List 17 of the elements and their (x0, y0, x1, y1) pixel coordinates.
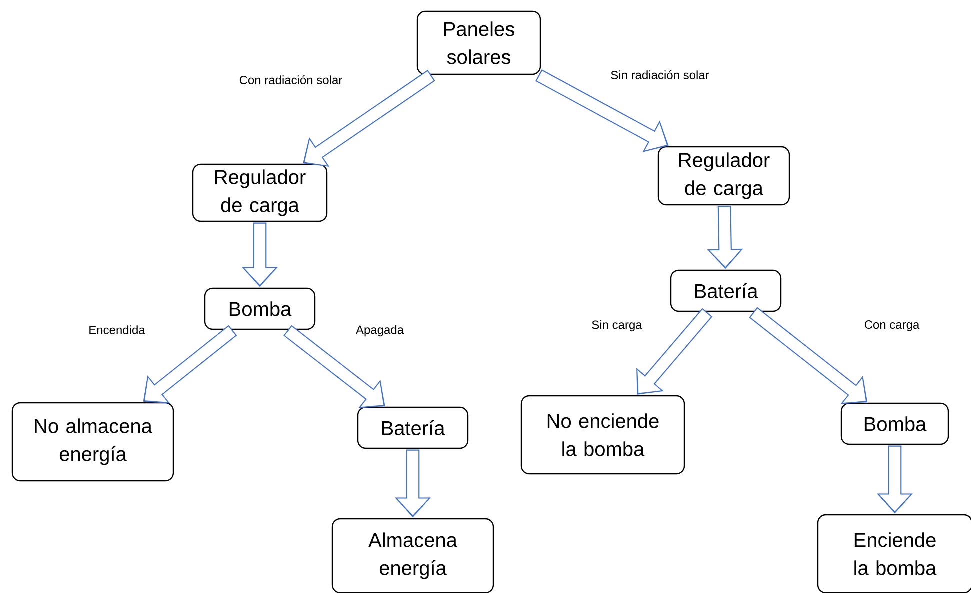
process-box: Regulador de carga (192, 164, 328, 222)
process-box: Bomba (204, 288, 316, 330)
process-box: Batería (357, 406, 469, 450)
process-box: Regulador de carga (658, 146, 790, 206)
edge-label: Con carga (863, 319, 922, 333)
edge-label: Sin carga (590, 319, 644, 333)
process-box: Bomba (840, 402, 950, 446)
process-box: Almacena energía (332, 518, 494, 593)
process-box: Enciende la bomba (817, 514, 971, 593)
process-box: Batería (670, 270, 782, 312)
process-box: Paneles solares (416, 10, 542, 76)
edge-label: Sin radiación solar (609, 69, 711, 81)
process-box: No enciende la bomba (520, 395, 686, 475)
process-box: No almacena energía (12, 402, 174, 482)
edge-label: Con radiación solar (238, 74, 344, 86)
edge-label: Apagada (354, 324, 406, 338)
edge-label: Encendida (87, 324, 147, 336)
